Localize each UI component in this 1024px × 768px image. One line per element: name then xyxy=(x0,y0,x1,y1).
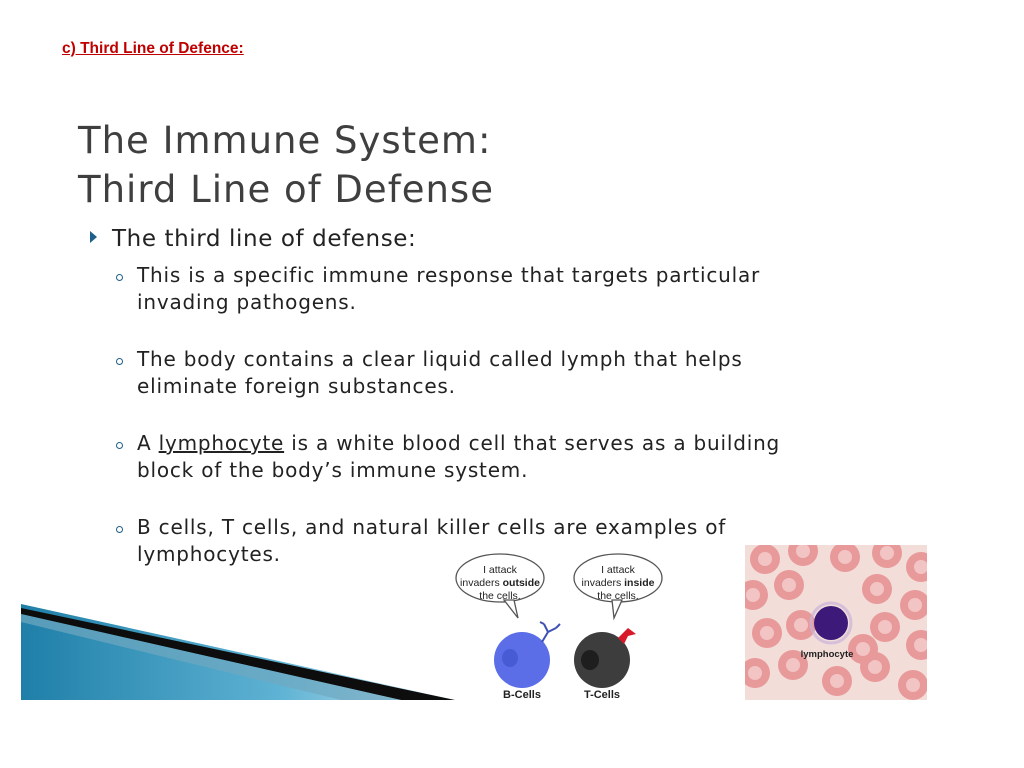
tcell-bubble-line-3: the cells. xyxy=(597,590,638,602)
sub-bullet-text: This is a specific immune response that … xyxy=(137,263,761,314)
red-blood-cell-center xyxy=(878,620,892,634)
red-blood-cell-center xyxy=(794,618,808,632)
lymphocyte-term: lymphocyte xyxy=(158,431,285,455)
red-blood-cell-center xyxy=(746,588,760,602)
sub-bullet-3: A lymphocyte is a white blood cell that … xyxy=(116,430,896,484)
tcell-bubble-line-1: I attack xyxy=(601,564,636,576)
tcell-receptor-icon xyxy=(618,628,636,644)
sub-bullet-text: B cells, T cells, and natural killer cel… xyxy=(137,515,727,566)
bcell-tcell-diagram: I attack invaders outside the cells. I a… xyxy=(455,553,663,701)
red-blood-cells xyxy=(745,545,927,700)
red-blood-cell-center xyxy=(856,642,870,656)
red-blood-cell-center xyxy=(786,658,800,672)
red-blood-cell-center xyxy=(908,598,922,612)
sub-bullet-text: The body contains a clear liquid called … xyxy=(137,347,743,398)
bcell-icon xyxy=(494,632,550,688)
red-blood-cell-center xyxy=(838,550,852,564)
antibody-receptor-icon xyxy=(539,621,561,643)
main-bullet: The third line of defense: xyxy=(90,226,416,252)
bcell-bubble-line-2: invaders outside xyxy=(460,577,540,589)
red-blood-cell-center xyxy=(760,626,774,640)
slide-title-line-1: The Immune System: xyxy=(78,119,492,162)
bcell-bubble-line-3: the cells. xyxy=(479,590,520,602)
tcell-icon xyxy=(574,632,630,688)
red-blood-cell-center xyxy=(758,552,772,566)
lymphocyte-cell-icon xyxy=(814,606,848,640)
bullet-circle-icon xyxy=(116,274,123,281)
red-blood-cell-center xyxy=(914,560,927,574)
slide-title: The Immune System: Third Line of Defense xyxy=(78,116,494,214)
tcell-bubble-line-2: invaders inside xyxy=(582,577,655,589)
tcell-label: T-Cells xyxy=(584,689,620,701)
lymphocyte-label: lymphocyte xyxy=(801,649,854,660)
bullet-arrow-icon xyxy=(90,231,97,243)
red-blood-cell-center xyxy=(868,660,882,674)
decorative-banner xyxy=(21,604,455,700)
red-blood-cell-center xyxy=(796,545,810,558)
sub-bullet-2: The body contains a clear liquid called … xyxy=(116,346,896,400)
blood-smear-image: lymphocyte xyxy=(745,545,927,700)
red-blood-cell-center xyxy=(782,578,796,592)
sub-bullet-text: A lymphocyte is a white blood cell that … xyxy=(137,430,896,484)
blood-smear-drawing: lymphocyte xyxy=(745,545,927,700)
sub-bullet-1: This is a specific immune response that … xyxy=(116,262,896,316)
bcell-speech-bubble xyxy=(455,553,545,603)
red-blood-cell-center xyxy=(830,674,844,688)
red-blood-cell-center xyxy=(748,666,762,680)
section-heading: c) Third Line of Defence: xyxy=(62,40,244,57)
bullet-circle-icon xyxy=(116,526,123,533)
slide-title-line-2: Third Line of Defense xyxy=(78,168,494,211)
sub-bullet-prefix: A xyxy=(137,431,159,455)
bullet-circle-icon xyxy=(116,442,123,449)
red-blood-cell-center xyxy=(914,638,927,652)
red-blood-cell-center xyxy=(906,678,920,692)
bcell-label: B-Cells xyxy=(503,689,541,701)
red-blood-cell-center xyxy=(870,582,884,596)
sub-bullet-rest: is a white blood cell that serves as a b… xyxy=(137,431,781,482)
bcell-bubble-line-1: I attack xyxy=(483,564,518,576)
main-bullet-text: The third line of defense: xyxy=(112,226,417,252)
red-blood-cell-center xyxy=(880,546,894,560)
sub-bullet-4: B cells, T cells, and natural killer cel… xyxy=(116,514,896,568)
bullet-circle-icon xyxy=(116,358,123,365)
